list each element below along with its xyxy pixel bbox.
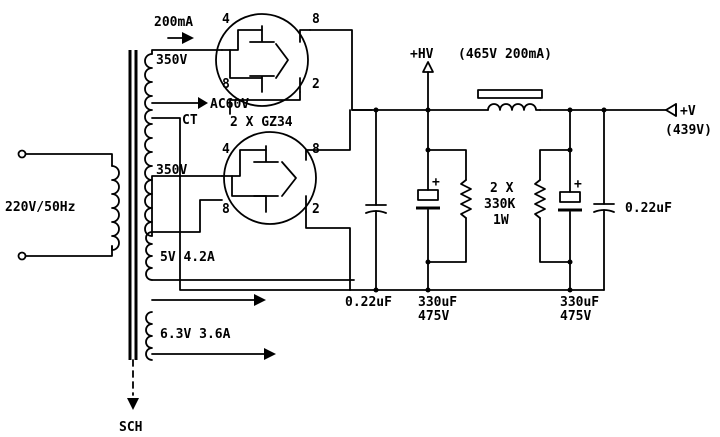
filament-5v-winding: 5V 4.2A bbox=[145, 199, 355, 281]
sec-350v-top-label: 350V bbox=[156, 53, 187, 68]
pin2-bot-label: 2 bbox=[312, 202, 320, 217]
bleeder-value-label: 330K bbox=[484, 197, 515, 212]
cap1-voltage-label: 475V bbox=[418, 309, 449, 324]
fil-6v3-label: 6.3V 3.6A bbox=[160, 327, 231, 342]
pin8-bot-left-label: 8 bbox=[222, 202, 230, 217]
cap2-voltage-label: 475V bbox=[560, 309, 591, 324]
hv-rail: +HV (465V 200mA) +V (439V) bbox=[351, 47, 712, 138]
cap-polarity-2: + bbox=[574, 177, 582, 192]
cap-right-small: 0.22uF bbox=[593, 109, 672, 291]
cap-right-small-label: 0.22uF bbox=[625, 201, 672, 216]
mains-terminal-bottom bbox=[17, 251, 27, 261]
bleeder-resistor-1 bbox=[427, 149, 472, 263]
cap1-value-label: 330uF bbox=[418, 295, 457, 310]
mains-terminal-top bbox=[17, 149, 27, 159]
filament-6v3-winding: 6.3V 3.6A bbox=[145, 294, 276, 361]
primary-winding bbox=[111, 165, 120, 251]
cap-330uf-2: + 330uF 475V bbox=[558, 109, 599, 324]
current-arrow: 200mA bbox=[154, 15, 194, 44]
hv-secondary-winding: 350V AC60V CT 350V bbox=[144, 49, 351, 291]
cap2-value-label: 330uF bbox=[560, 295, 599, 310]
bleeder-power-label: 1W bbox=[493, 213, 509, 228]
bleeder-resistor-2 bbox=[534, 149, 571, 263]
current-label: 200mA bbox=[154, 15, 193, 30]
pin4-top-label: 4 bbox=[222, 12, 230, 27]
choke-core bbox=[477, 89, 543, 99]
mains-label: 220V/50Hz bbox=[5, 200, 75, 215]
cap-left-small-label: 0.22uF bbox=[345, 295, 392, 310]
transformer-core: SCH bbox=[119, 50, 142, 435]
tube-type-label: 2 X GZ34 bbox=[230, 115, 293, 130]
hv-label: +HV bbox=[410, 47, 434, 62]
sch-label: SCH bbox=[119, 420, 142, 435]
mains-input: 220V/50Hz bbox=[5, 149, 113, 261]
pin8-top-right-label: 8 bbox=[312, 12, 320, 27]
cap-left-small: 0.22uF bbox=[345, 109, 392, 310]
cap-polarity-1: + bbox=[432, 175, 440, 190]
pin8-bot-right-label: 8 bbox=[312, 142, 320, 157]
junction-dots bbox=[373, 107, 607, 293]
ct-label: CT bbox=[182, 113, 198, 128]
fil-5v-label: 5V 4.2A bbox=[160, 250, 215, 265]
pin8-top-left-label: 8 bbox=[222, 77, 230, 92]
bleeder-count-label: 2 X bbox=[490, 181, 514, 196]
pin2-top-label: 2 bbox=[312, 77, 320, 92]
sec-350v-bot-label: 350V bbox=[156, 163, 187, 178]
cap-330uf-1: + 330uF 475V bbox=[416, 109, 457, 324]
v-out-label: +V bbox=[680, 104, 696, 119]
hv-spec-label: (465V 200mA) bbox=[458, 47, 552, 62]
pin4-bot-label: 4 bbox=[222, 142, 230, 157]
v-out-value-label: (439V) bbox=[665, 123, 712, 138]
rectifier-tube-bottom: 4 8 8 2 bbox=[221, 109, 351, 291]
